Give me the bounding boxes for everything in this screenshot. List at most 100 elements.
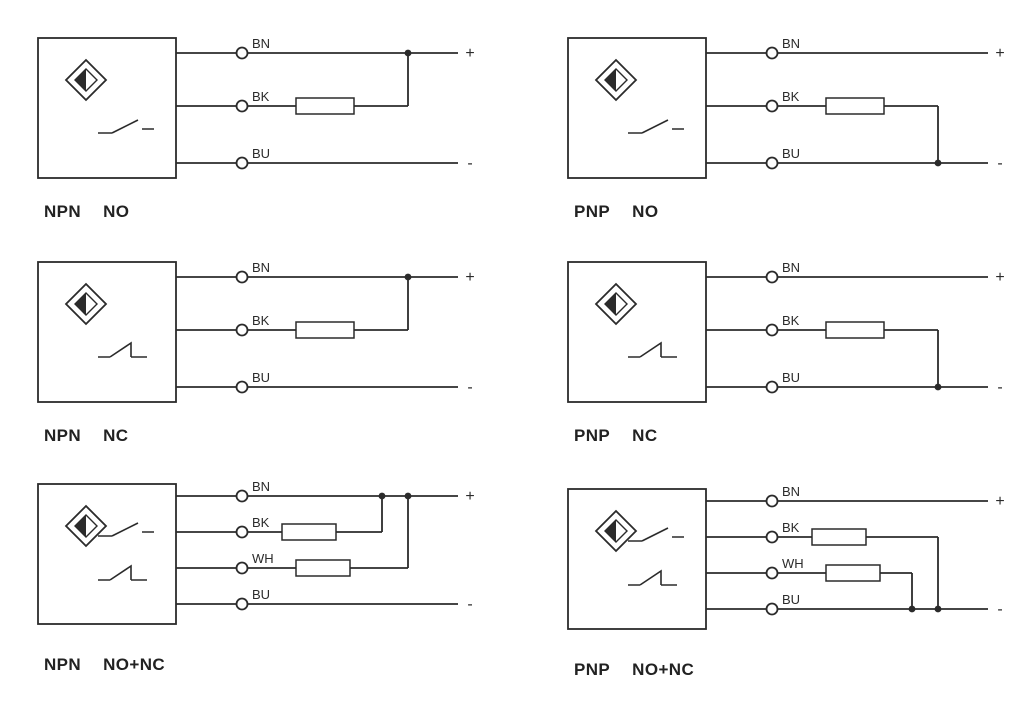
wiring-diagram-svg: BN + BK WH BU - bbox=[37, 479, 475, 625]
plus-terminal: + bbox=[465, 269, 474, 286]
function-label: NO bbox=[103, 202, 130, 221]
minus-terminal: - bbox=[467, 596, 472, 613]
wire-label-BK: BK bbox=[782, 520, 800, 535]
sensor-body-box bbox=[567, 261, 707, 403]
family-label: PNP bbox=[574, 202, 611, 221]
sensor-body-box bbox=[37, 261, 177, 403]
terminal-BK bbox=[235, 525, 249, 539]
switch-no-symbol bbox=[628, 119, 684, 134]
family-label: PNP bbox=[574, 660, 611, 679]
sensor-body-box bbox=[37, 37, 177, 179]
function-label: NC bbox=[632, 426, 658, 445]
wiring-diagram-svg: BN + BK BU - bbox=[37, 36, 475, 179]
minus-terminal: - bbox=[997, 155, 1002, 172]
wire-label-BN: BN bbox=[782, 260, 800, 275]
sensor-symbol bbox=[594, 509, 638, 553]
terminal-WH bbox=[235, 561, 249, 575]
junction-dot bbox=[404, 273, 412, 281]
minus-terminal: - bbox=[467, 379, 472, 396]
terminal-BK bbox=[235, 99, 249, 113]
minus-terminal: - bbox=[467, 155, 472, 172]
terminal-WH bbox=[765, 566, 779, 580]
wire-label-BK: BK bbox=[782, 89, 800, 104]
sensor-body-box bbox=[37, 483, 177, 625]
diagram-label: PNP NC bbox=[560, 426, 1030, 446]
switch-no-symbol bbox=[628, 527, 684, 542]
wire-label-BU: BU bbox=[782, 370, 800, 385]
plus-terminal: + bbox=[465, 45, 474, 62]
function-label: NO bbox=[632, 202, 659, 221]
plus-terminal: + bbox=[995, 269, 1004, 286]
load-resistor-BK bbox=[825, 321, 885, 339]
wire-label-BU: BU bbox=[252, 146, 270, 161]
terminal-BN bbox=[235, 270, 249, 284]
terminal-BU bbox=[235, 380, 249, 394]
minus-terminal: - bbox=[997, 379, 1002, 396]
terminal-BK bbox=[765, 99, 779, 113]
wire-label-BK: BK bbox=[252, 89, 270, 104]
wire-label-WH: WH bbox=[252, 551, 274, 566]
wire-label-BN: BN bbox=[782, 36, 800, 51]
diagram-pnp-nc: BN + BK BU - PNP NC bbox=[560, 252, 1030, 446]
sensor-symbol bbox=[594, 282, 638, 326]
wire-label-BK: BK bbox=[782, 313, 800, 328]
wiring-diagram-svg: BN + BK BU - bbox=[567, 36, 1005, 179]
switch-nc-symbol bbox=[98, 341, 147, 358]
wiring-diagram-svg: BN + BK BU - bbox=[37, 260, 475, 403]
terminal-BK bbox=[765, 323, 779, 337]
switch-nc-symbol bbox=[628, 569, 677, 586]
wire-label-BK: BK bbox=[252, 313, 270, 328]
wire-label-BN: BN bbox=[782, 484, 800, 499]
wire-label-BN: BN bbox=[252, 479, 270, 494]
diagram-label: PNP NO bbox=[560, 202, 1030, 222]
terminal-BK bbox=[235, 323, 249, 337]
wire-label-BU: BU bbox=[252, 587, 270, 602]
terminal-BN bbox=[235, 46, 249, 60]
load-resistor-BK bbox=[811, 528, 867, 546]
terminal-BU bbox=[765, 602, 779, 616]
diagram-label: PNP NO+NC bbox=[560, 660, 1030, 680]
load-resistor-BK bbox=[295, 321, 355, 339]
diagram-npn-no: BN + BK BU - NPN NO bbox=[30, 28, 500, 222]
terminal-BK bbox=[765, 530, 779, 544]
plus-terminal: + bbox=[465, 488, 474, 505]
family-label: PNP bbox=[574, 426, 611, 445]
terminal-BN bbox=[235, 489, 249, 503]
wire-label-BU: BU bbox=[782, 146, 800, 161]
junction-dot bbox=[404, 49, 412, 57]
terminal-BU bbox=[765, 156, 779, 170]
switch-no-symbol bbox=[98, 522, 154, 537]
wire-label-WH: WH bbox=[782, 556, 804, 571]
switch-nc-symbol bbox=[98, 564, 147, 581]
family-label: NPN bbox=[44, 426, 82, 445]
wire-label-BK: BK bbox=[252, 515, 270, 530]
wire-label-BN: BN bbox=[252, 36, 270, 51]
switch-nc-symbol bbox=[628, 341, 677, 358]
terminal-BN bbox=[765, 270, 779, 284]
function-label: NO+NC bbox=[632, 660, 695, 679]
load-resistor-BK bbox=[825, 97, 885, 115]
sensor-symbol bbox=[594, 58, 638, 102]
family-label: NPN bbox=[44, 202, 82, 221]
wiring-diagram-svg: BN + BK BU - bbox=[567, 260, 1005, 403]
load-resistor-WH bbox=[295, 559, 351, 577]
sensor-body-box bbox=[567, 37, 707, 179]
plus-terminal: + bbox=[995, 45, 1004, 62]
diagram-label: NPN NO bbox=[30, 202, 500, 222]
terminal-BU bbox=[235, 156, 249, 170]
switch-no-symbol bbox=[98, 119, 154, 134]
load-resistor-BK bbox=[295, 97, 355, 115]
terminal-BN bbox=[765, 46, 779, 60]
sensor-symbol bbox=[64, 282, 108, 326]
load-resistor-BK bbox=[281, 523, 337, 541]
function-label: NO+NC bbox=[103, 655, 166, 674]
wire-label-BN: BN bbox=[252, 260, 270, 275]
terminal-BU bbox=[765, 380, 779, 394]
wire-label-BU: BU bbox=[252, 370, 270, 385]
